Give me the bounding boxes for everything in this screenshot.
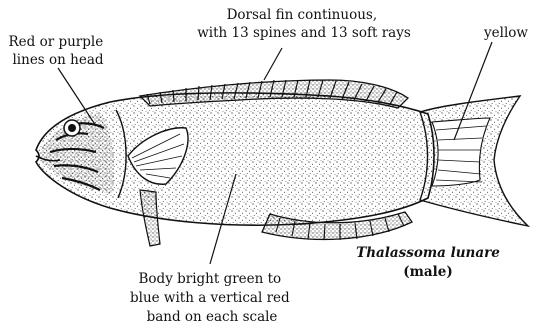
- label-body-color: Body bright green to blue with a vertica…: [130, 271, 294, 325]
- label-head: Red or purple lines on head: [9, 34, 108, 68]
- eye: [64, 120, 80, 136]
- leader-dorsal: [264, 48, 282, 80]
- species-name: Thalassoma lunare: [356, 245, 500, 261]
- label-tail-color: yellow: [483, 25, 528, 41]
- label-dorsal-fin: Dorsal fin continuous, with 13 spines an…: [197, 7, 411, 41]
- species-sex: (male): [403, 264, 453, 280]
- caudal-fin: [420, 96, 528, 226]
